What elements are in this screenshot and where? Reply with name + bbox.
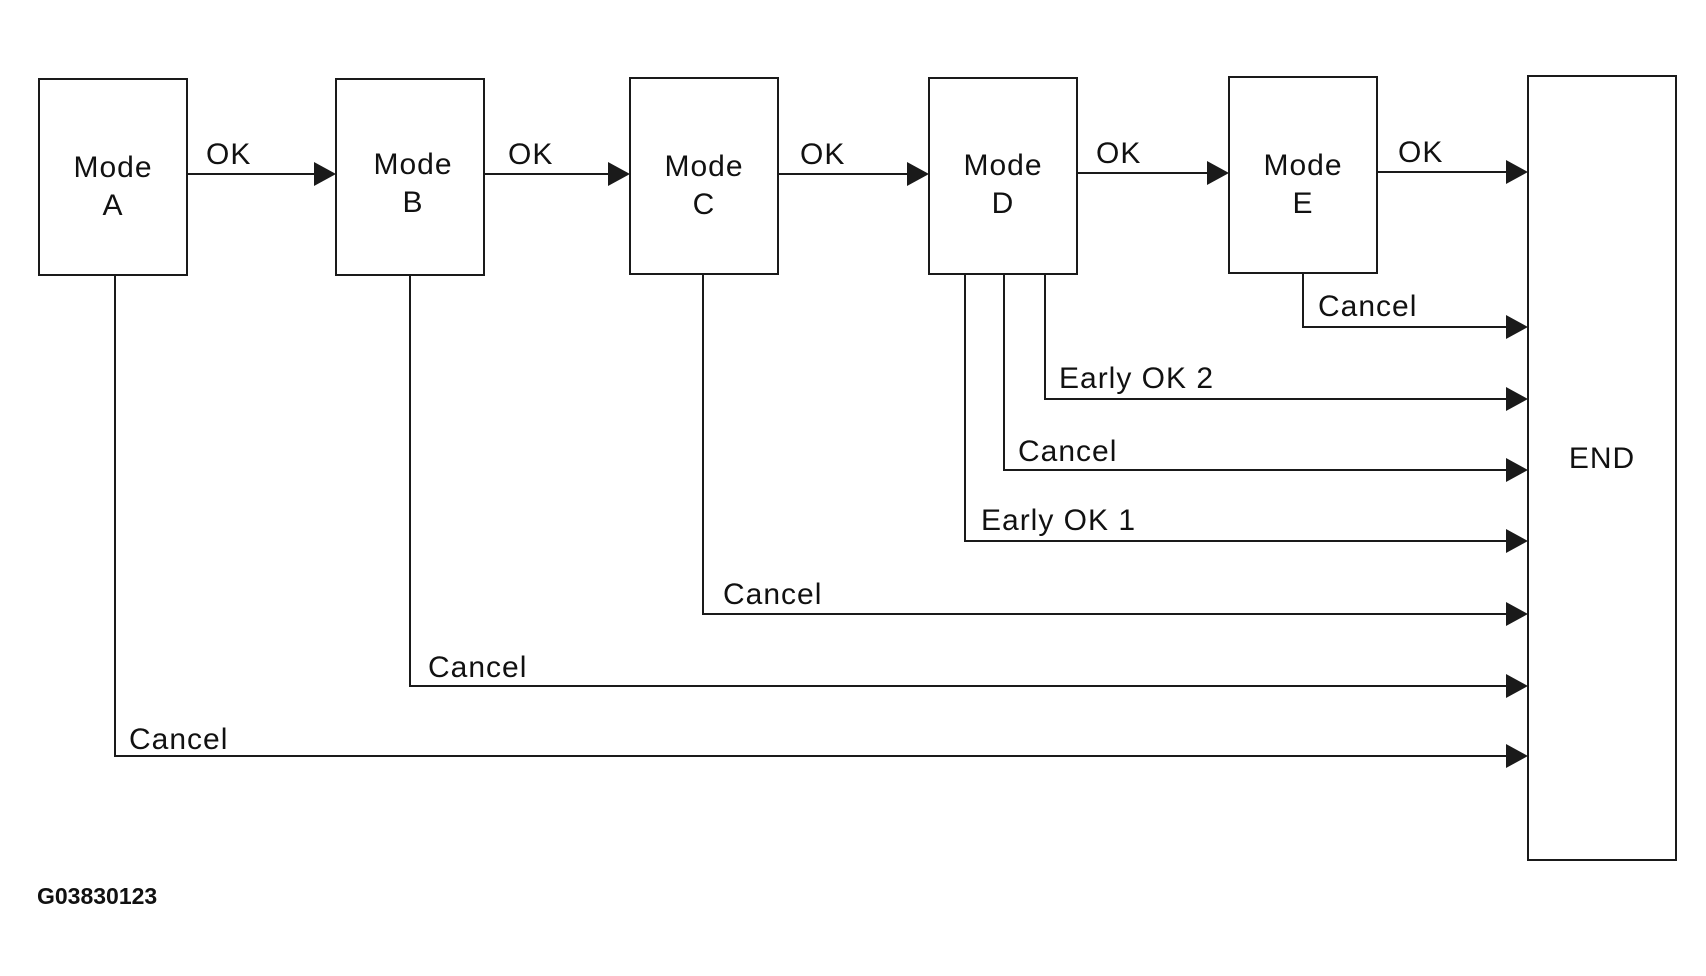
node-mode-e-line2: E [1292,187,1313,220]
edge-e-cancel-label: Cancel [1318,290,1417,323]
edge-c-cancel: Cancel [702,274,1528,626]
edge-b-ok-label: OK [508,138,553,171]
node-mode-e: Mode E [1228,76,1378,274]
edge-d-early-ok-2: Early OK 2 [1044,274,1528,411]
node-mode-c: Mode C [629,77,779,275]
node-mode-d-line2: D [992,187,1015,220]
edge-a-ok: OK [187,138,336,186]
edge-c-cancel-label: Cancel [723,578,822,611]
node-mode-b: Mode B [335,78,485,276]
node-mode-e-line1: Mode [1263,149,1342,182]
edge-e-ok: OK [1377,136,1528,184]
node-mode-b-line1: Mode [373,148,452,181]
node-mode-c-line2: C [693,188,716,221]
edge-d-early-ok-1-label: Early OK 1 [981,504,1136,537]
node-mode-d: Mode D [928,77,1078,275]
node-mode-a-line1: Mode [73,151,152,184]
edge-d-cancel: Cancel [1003,274,1528,482]
node-end: END [1527,75,1677,861]
edge-d-early-ok-2-label: Early OK 2 [1059,362,1214,395]
node-mode-b-line2: B [402,186,423,219]
edge-d-early-ok-1: Early OK 1 [964,274,1528,553]
node-mode-a: Mode A [38,78,188,276]
node-mode-a-line2: A [102,189,123,222]
node-mode-d-line1: Mode [963,149,1042,182]
edge-a-ok-label: OK [206,138,251,171]
edge-a-cancel: Cancel [114,275,1528,768]
node-mode-c-line1: Mode [664,150,743,183]
edge-d-ok-label: OK [1096,137,1141,170]
edge-d-cancel-label: Cancel [1018,435,1117,468]
edge-a-cancel-label: Cancel [129,723,228,756]
edge-b-cancel-label: Cancel [428,651,527,684]
edge-c-ok: OK [778,138,929,186]
edge-e-cancel: Cancel [1302,273,1528,339]
edge-b-ok: OK [484,138,630,186]
edge-c-ok-label: OK [800,138,845,171]
node-end-label: END [1569,442,1635,475]
figure-id: G03830123 [37,883,157,909]
edge-d-ok: OK [1077,137,1229,185]
edge-e-ok-label: OK [1398,136,1443,169]
edge-b-cancel: Cancel [409,275,1528,698]
